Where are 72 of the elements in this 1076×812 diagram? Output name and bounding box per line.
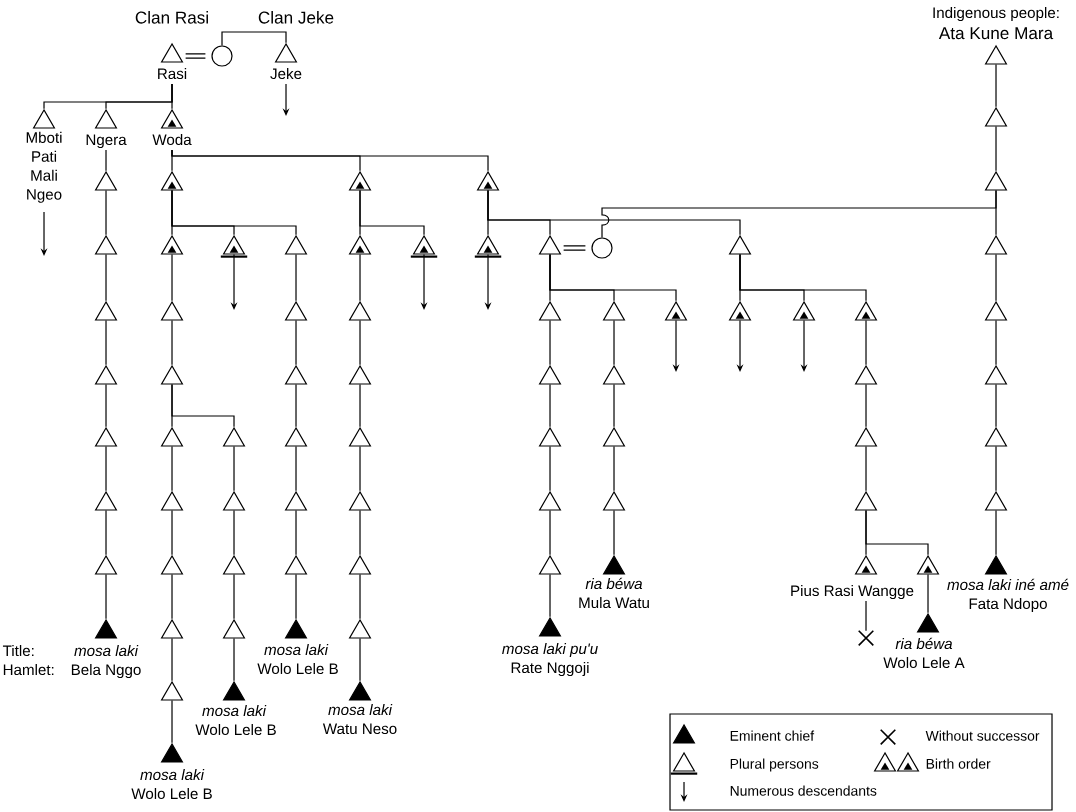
descent-line (295, 254, 297, 302)
descent-line (171, 83, 173, 110)
descent-line (927, 574, 929, 614)
descent-line (613, 320, 615, 366)
descent-line (295, 446, 297, 492)
descent-line (105, 149, 107, 172)
descent-line (105, 574, 107, 620)
descent-line (105, 510, 107, 556)
cross-mark (857, 629, 875, 647)
descent-line (295, 320, 297, 366)
descent-line (105, 254, 107, 302)
descent-line (295, 574, 297, 620)
descent-line (549, 254, 677, 302)
text-label: Clan Jeke (258, 11, 334, 24)
descent-line (549, 574, 551, 618)
descent-line (613, 446, 615, 492)
descent-line (171, 149, 489, 172)
descent-line (995, 510, 997, 556)
circle-symbol (211, 45, 233, 67)
marriage-sign (185, 53, 206, 59)
descent-line (233, 574, 235, 620)
descent-line (295, 510, 297, 556)
descent-line (105, 190, 107, 236)
descent-line (233, 510, 235, 556)
name-label: Ata Kune Mara (938, 27, 1054, 40)
descent-line (171, 574, 173, 620)
descent-line (487, 190, 741, 236)
circle-symbol (591, 237, 613, 259)
descent-line (171, 320, 173, 366)
descent-line (549, 320, 551, 366)
descent-line (171, 384, 235, 428)
descent-line (995, 126, 997, 172)
descent-line (865, 600, 867, 632)
descent-line (995, 254, 997, 302)
descent-line (221, 31, 287, 46)
descent-line (359, 446, 361, 492)
descent-line (105, 446, 107, 492)
descent-line (601, 190, 997, 238)
descent-line (105, 384, 107, 428)
descent-line (171, 638, 173, 682)
descent-line (549, 384, 551, 428)
descent-line (233, 446, 235, 492)
descent-line (359, 638, 361, 682)
descent-line (549, 510, 551, 556)
descent-line (359, 384, 361, 428)
descent-line (865, 320, 867, 366)
text-label: Clan Rasi (135, 11, 208, 24)
descent-line (359, 574, 361, 620)
marriage-sign (563, 245, 586, 251)
descent-line (171, 700, 173, 744)
descent-line (171, 510, 173, 556)
descent-line (995, 384, 997, 428)
descent-line (359, 254, 361, 302)
descent-line (995, 64, 997, 108)
descent-line (739, 254, 867, 302)
descent-line (549, 446, 551, 492)
descent-line (613, 384, 615, 428)
descent-line (995, 446, 997, 492)
descent-line (171, 446, 173, 492)
descent-line (233, 638, 235, 682)
descent-line (171, 254, 173, 302)
descent-line (359, 190, 425, 236)
descent-line (995, 320, 997, 366)
descent-line (865, 446, 867, 492)
descent-line (295, 384, 297, 428)
descent-line (865, 510, 929, 556)
descent-line (105, 320, 107, 366)
descent-line (359, 510, 361, 556)
descent-line (613, 510, 615, 556)
descent-line (865, 384, 867, 428)
descent-line (359, 320, 361, 366)
descent-line (171, 190, 297, 236)
